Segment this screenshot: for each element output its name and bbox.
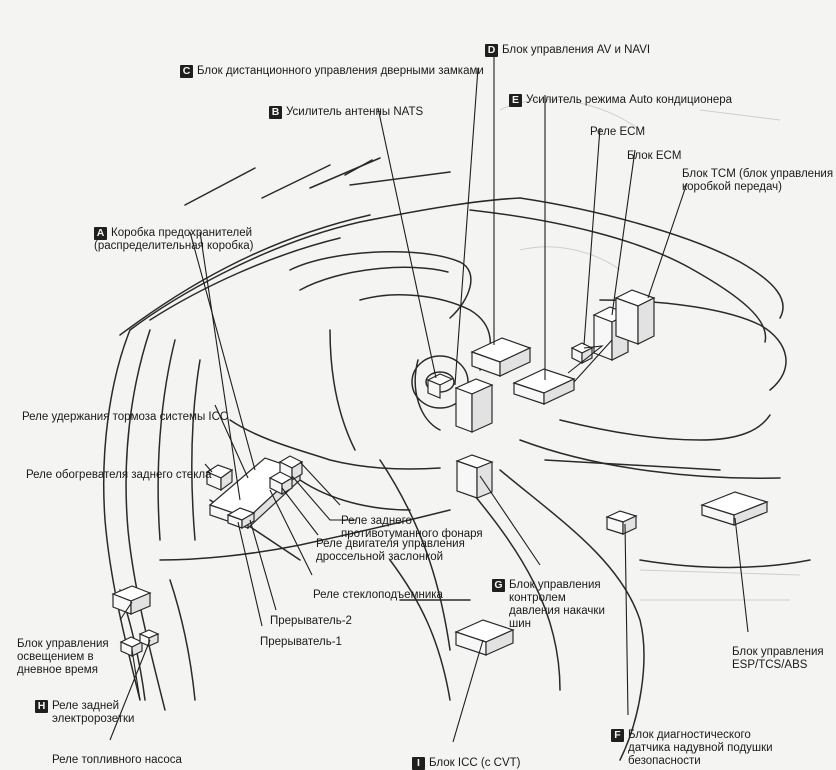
label-d-av-navi: D Блок управления AV и NAVI — [485, 31, 650, 57]
label-c-door-lock-unit: C Блок дистанционного управления дверными… — [180, 52, 484, 78]
label-h-text: Реле задней электророзетки — [52, 700, 135, 725]
label-tcm-unit: Блок TCM (блок управления коробкой перед… — [682, 155, 833, 194]
label-rear-heater-relay-text: Реле обогревателя заднего стекла — [26, 469, 212, 481]
label-esp-unit-text: Блок управления ESP/TCS/ABS — [732, 646, 824, 671]
tpms-control-box — [455, 454, 494, 499]
icc-unit-box — [454, 619, 515, 656]
esp-unit-box — [700, 491, 769, 526]
label-g-tpms: G Блок управления контролем давления нака… — [492, 566, 605, 631]
relay-cluster — [205, 455, 304, 530]
label-breaker-1-text: Прерыватель-1 — [260, 636, 342, 648]
leader-lines — [109, 46, 749, 743]
label-ecm-unit-text: Блок ECM — [627, 150, 682, 162]
label-breaker-2: Прерыватель-2 — [270, 602, 352, 628]
label-breaker-2-text: Прерыватель-2 — [270, 615, 352, 627]
label-b-nats: B Усилитель антенны NATS — [269, 93, 423, 119]
label-e-text: Усилитель режима Auto кондиционера — [526, 94, 733, 106]
label-throttle-relay-text: Реле двигателя управления дроссельной за… — [316, 538, 465, 563]
label-rear-fog-relay: Реле заднего противотуманного фонаря — [341, 502, 483, 541]
label-g-text: Блок управления контролем давления накач… — [509, 579, 605, 630]
label-window-relay: Реле стеклоподъемника — [313, 576, 443, 602]
airbag-sensor-box — [605, 510, 638, 535]
label-fuel-pump-relay-text: Реле топливного насоса — [52, 754, 182, 766]
label-b-text: Усилитель антенны NATS — [286, 106, 424, 118]
label-e-ac-amp: E Усилитель режима Auto кондиционера — [509, 81, 732, 107]
label-ecm-relay: Реле ECM — [590, 113, 645, 139]
ac-amplifier-box — [512, 368, 576, 405]
label-icc-brake-relay: Реле удержания тормоза системы ICC — [22, 398, 228, 424]
label-drl-unit: Блок управления освещением в дневное вре… — [17, 625, 109, 677]
label-icc-brake-relay-text: Реле удержания тормоза системы ICC — [22, 411, 229, 423]
label-f-text: Блок диагностического датчика надувной п… — [628, 729, 773, 767]
badge-a: A — [94, 227, 107, 240]
drl-control-unit-box — [111, 585, 152, 615]
badge-b: B — [269, 106, 282, 119]
label-throttle-relay: Реле двигателя управления дроссельной за… — [316, 525, 465, 564]
badge-e: E — [509, 94, 522, 107]
av-navi-unit-box — [470, 337, 532, 377]
label-fuel-pump-relay: Реле топливного насоса — [52, 741, 182, 767]
label-tcm-unit-text: Блок TCM (блок управления коробкой перед… — [682, 168, 834, 193]
label-d-text: Блок управления AV и NAVI — [502, 44, 651, 56]
label-rear-heater-relay: Реле обогревателя заднего стекла — [26, 456, 211, 482]
badge-h: H — [35, 700, 48, 713]
label-c-text: Блок дистанционного управления дверными … — [197, 65, 484, 77]
badge-c: C — [180, 65, 193, 78]
badge-i: I — [412, 757, 425, 770]
label-f-airbag: F Блок диагностического датчика надувной … — [611, 716, 773, 768]
bleed-through-lines — [499, 99, 801, 601]
label-a-text: Коробка предохранителей (распределительн… — [94, 227, 254, 252]
label-rear-fog-relay-text: Реле заднего противотуманного фонаря — [341, 515, 483, 540]
label-esp-unit: Блок управления ESP/TCS/ABS — [732, 633, 824, 672]
label-i-text: Блок ICC (с CVT) — [429, 757, 521, 769]
label-ecm-relay-text: Реле ECM — [590, 126, 646, 138]
badge-d: D — [485, 44, 498, 57]
label-i-icc: I Блок ICC (с CVT) — [412, 744, 520, 770]
badge-f: F — [611, 729, 624, 742]
label-h-rear-socket: H Реле задней электророзетки — [35, 687, 134, 726]
label-drl-unit-text: Блок управления освещением в дневное вре… — [17, 638, 109, 676]
rear-socket-relay-box — [119, 629, 160, 657]
label-window-relay-text: Реле стеклоподъемника — [313, 589, 443, 601]
badge-g: G — [492, 579, 505, 592]
nats-amplifier-box — [426, 373, 494, 433]
ecm-tcm-boxes — [570, 289, 656, 364]
label-ecm-unit: Блок ECM — [627, 137, 681, 163]
label-breaker-1: Прерыватель-1 — [260, 623, 342, 649]
